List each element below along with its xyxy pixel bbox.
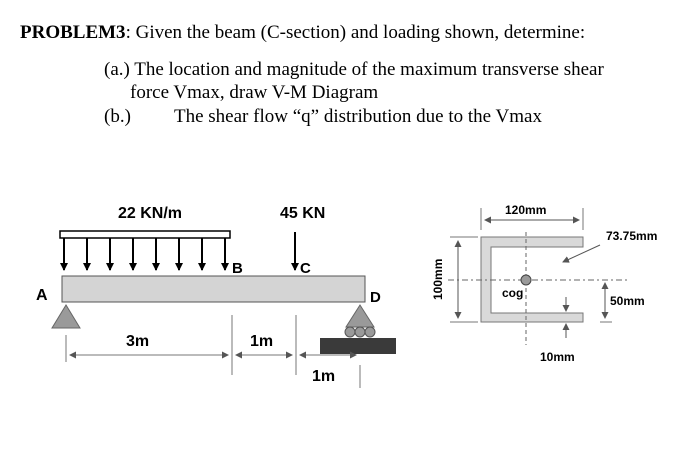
problem-title: PROBLEM3: Given the beam (C-section) and… (20, 22, 585, 44)
centroid-label: cog (502, 286, 523, 300)
thickness-label: 10mm (540, 350, 575, 364)
part-a-line2: force Vmax, draw V-M Diagram (130, 82, 379, 103)
offset-top-arrow (562, 244, 601, 263)
part-b-label: (b.) (104, 106, 131, 127)
c-section-shape (480, 236, 584, 323)
pin-support-a (51, 304, 81, 329)
distributed-load-label: 22 KN/m (118, 205, 182, 222)
roller-support-d (320, 304, 396, 354)
span-ab-label: 3m (126, 333, 149, 350)
height-label: 100mm (431, 259, 445, 300)
problem-statement: : Given the beam (C-section) and loading… (125, 22, 586, 43)
distributed-load-arrows (60, 238, 229, 271)
point-b-label: B (232, 260, 243, 277)
distributed-load-bar (59, 230, 231, 239)
beam-diagram: 22 KN/m 45 KN A B C D (36, 205, 396, 388)
c-section-diagram: 120mm cog 100mm 73.75mm 50mm 10mm (431, 203, 657, 364)
span-cd-label: 1m (312, 368, 335, 385)
point-load-label: 45 KN (280, 205, 325, 222)
offset-bottom-label: 50mm (610, 294, 645, 308)
centroid-marker (520, 274, 532, 286)
point-d-label: D (370, 289, 381, 306)
problem-number: PROBLEM3 (20, 22, 126, 43)
point-c-label: C (300, 260, 311, 277)
offset-top-label: 73.75mm (606, 229, 657, 243)
point-a-label: A (36, 287, 48, 304)
width-label: 120mm (505, 203, 546, 217)
part-b-text: The shear flow “q” distribution due to t… (174, 106, 542, 127)
beam (61, 275, 366, 303)
span-dimensions (65, 315, 361, 388)
span-bc-label: 1m (250, 333, 273, 350)
part-a-line1: (a.) The location and magnitude of the m… (104, 59, 604, 80)
